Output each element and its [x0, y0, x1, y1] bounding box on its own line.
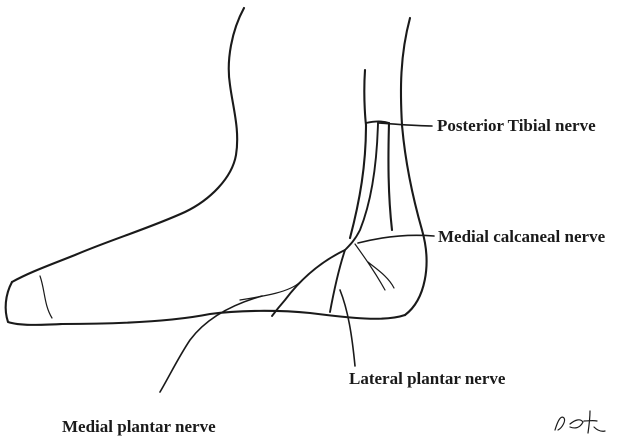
- label-medial-plantar-nerve: Medial plantar nerve: [62, 417, 216, 436]
- nerve-branches: [240, 123, 394, 316]
- lateral-plantar-branch: [330, 250, 345, 312]
- foot-outline: [6, 8, 427, 325]
- label-medial-calcaneal-nerve: Medial calcaneal nerve: [438, 227, 606, 246]
- sole-outline: [62, 311, 405, 324]
- inner-tube-right: [388, 123, 392, 230]
- toe-line: [40, 276, 52, 318]
- toes-outline: [6, 282, 62, 325]
- leader-lateral-plantar: [340, 290, 355, 366]
- artist-signature: [555, 411, 605, 433]
- achilles-outline: [401, 18, 410, 125]
- dorsum-outline: [12, 8, 244, 282]
- medial-calcaneal-branch: [355, 244, 394, 290]
- leader-posterior-tibial: [378, 123, 432, 126]
- medial-plantar-branch: [272, 250, 345, 316]
- heel-outline: [402, 125, 427, 315]
- label-posterior-tibial-nerve: Posterior Tibial nerve: [437, 116, 596, 135]
- inner-ankle-line: [350, 70, 366, 238]
- label-lateral-plantar-nerve: Lateral plantar nerve: [349, 369, 506, 388]
- leader-lines: [160, 123, 434, 392]
